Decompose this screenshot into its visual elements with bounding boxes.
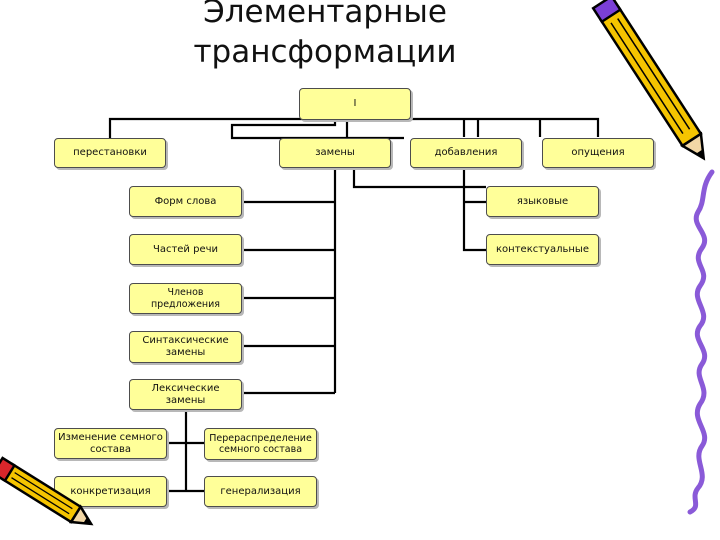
node-lexical: Лексические замены (129, 379, 242, 410)
node-seme-redistribution: Перераспределение семного состава (204, 428, 317, 460)
node-generalization: генерализация (204, 476, 317, 507)
node-sentence-members: Членов предложения (129, 283, 242, 314)
slide-title: Элементарные трансформации (193, 0, 457, 70)
node-omissions: опущения (542, 138, 654, 168)
node-contextual: контекстуальные (486, 234, 599, 265)
node-parts-of-speech: Частей речи (129, 234, 242, 265)
node-permutations: перестановки (54, 138, 166, 168)
node-additions: добавления (410, 138, 522, 168)
node-replacements: замены (279, 138, 391, 168)
node-seme-change: Изменение семного состава (54, 428, 167, 459)
node-word-form: Форм слова (129, 186, 242, 217)
node-syntactic: Синтаксические замены (129, 331, 242, 363)
node-root: I (299, 88, 411, 120)
node-linguistic: языковые (486, 186, 599, 217)
